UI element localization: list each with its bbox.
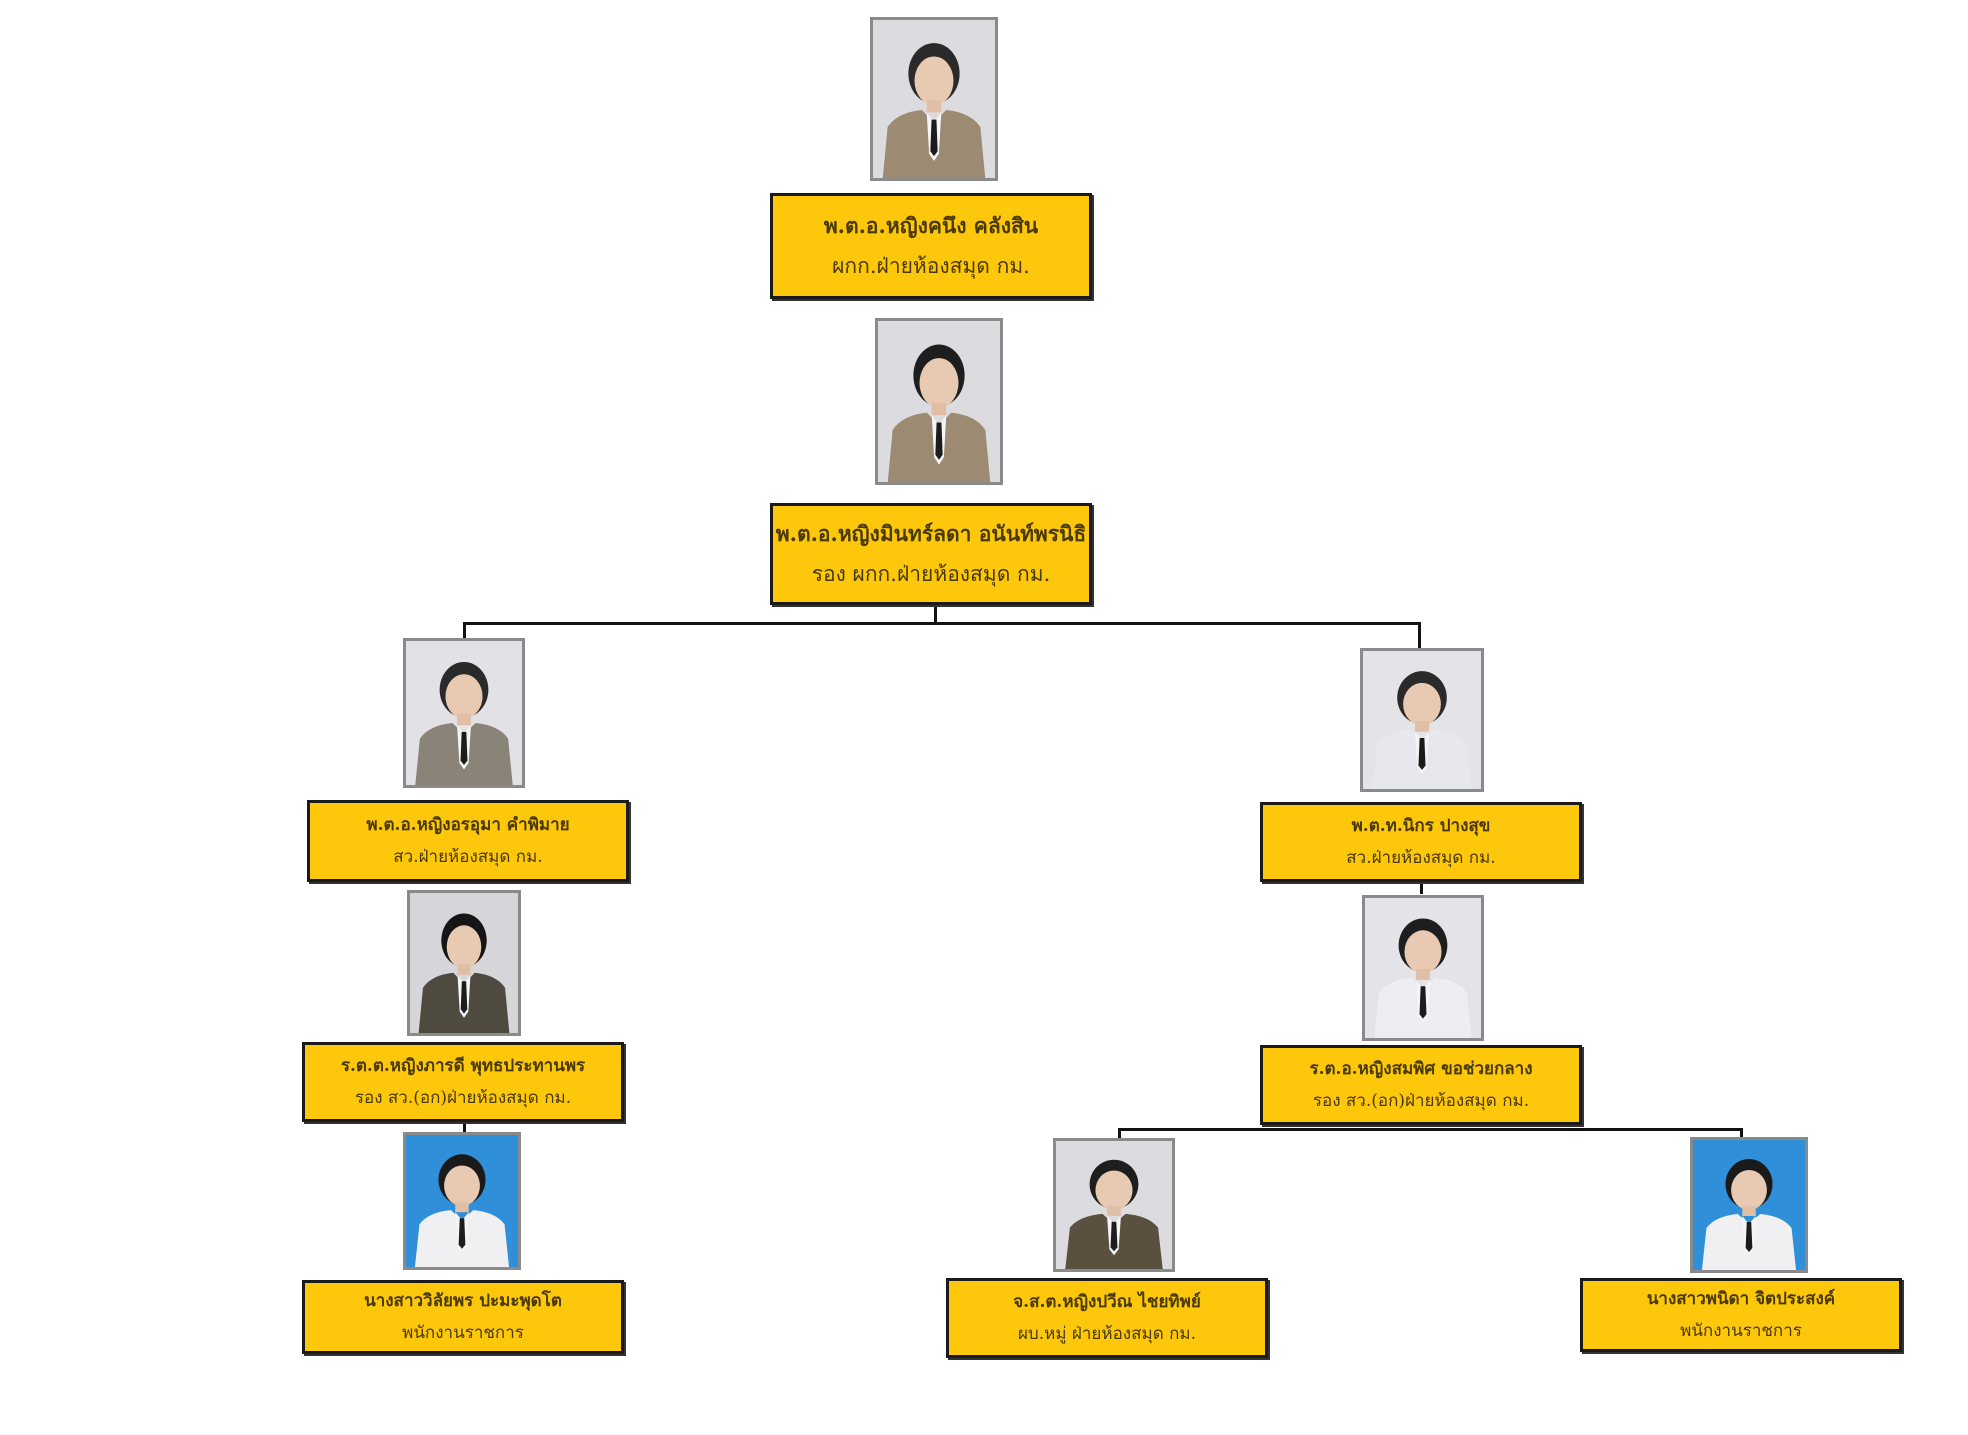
person-silhouette-icon	[1365, 898, 1481, 1038]
portrait-photo	[407, 890, 521, 1036]
portrait-photo	[875, 318, 1003, 485]
person-position: รอง สว.(อก)ฝ่ายห้องสมุด กม.	[1312, 1091, 1530, 1111]
org-node-box: พ.ต.อ.หญิงอรอุมา คำพิมาย สว.ฝ่ายห้องสมุด…	[307, 800, 629, 882]
person-name: จ.ส.ต.หญิงปวีณ ไชยทิพย์	[1013, 1292, 1201, 1312]
connector-to-n3	[463, 622, 466, 638]
person-silhouette-icon	[1693, 1140, 1805, 1270]
person-silhouette-icon	[873, 20, 995, 178]
person-silhouette-icon	[1363, 651, 1481, 789]
person-position: สว.ฝ่ายห้องสมุด กม.	[1346, 848, 1496, 868]
connector-n6-horizontal	[1118, 1128, 1743, 1131]
portrait-photo	[870, 17, 998, 181]
portrait-photo	[1360, 648, 1484, 792]
person-position: สว.ฝ่ายห้องสมุด กม.	[393, 847, 543, 867]
connector-n5-n7	[463, 1120, 466, 1132]
person-name: พ.ต.ท.นิกร ปางสุข	[1351, 816, 1491, 836]
person-silhouette-icon	[878, 321, 1000, 482]
person-position: พนักงานราชการ	[402, 1323, 524, 1343]
connector-to-n8	[1118, 1128, 1121, 1138]
portrait-photo	[403, 638, 525, 788]
portrait-photo	[1053, 1138, 1175, 1272]
person-position: รอง สว.(อก)ฝ่ายห้องสมุด กม.	[354, 1088, 572, 1108]
person-silhouette-icon	[406, 1135, 518, 1267]
person-name: นางสาวพนิดา จิตประสงค์	[1646, 1289, 1836, 1309]
person-silhouette-icon	[1056, 1141, 1172, 1269]
person-name: ร.ต.ต.หญิงภารดี พุทธประทานพร	[340, 1056, 586, 1076]
person-silhouette-icon	[406, 641, 522, 785]
org-node-box: พ.ต.อ.หญิงคนึง คลังสิน ผกก.ฝ่ายห้องสมุด …	[770, 193, 1092, 299]
connector-to-n9	[1740, 1128, 1743, 1137]
person-name: ร.ต.อ.หญิงสมพิศ ขอช่วยกลาง	[1309, 1059, 1533, 1079]
portrait-photo	[1690, 1137, 1808, 1273]
connector-n2-down	[934, 604, 937, 624]
org-node-box: พ.ต.อ.หญิงมินทร์ลดา อนันท์พรนิธิ รอง ผกก…	[770, 503, 1092, 605]
org-node-box: ร.ต.ต.หญิงภารดี พุทธประทานพร รอง สว.(อก)…	[302, 1042, 624, 1122]
org-node-box: จ.ส.ต.หญิงปวีณ ไชยทิพย์ ผบ.หมู่ ฝ่ายห้อง…	[946, 1278, 1268, 1358]
person-position: พนักงานราชการ	[1680, 1321, 1802, 1341]
org-node-box: นางสาวพนิดา จิตประสงค์ พนักงานราชการ	[1580, 1278, 1902, 1352]
connector-n4-n6	[1420, 880, 1423, 894]
person-name: พ.ต.อ.หญิงคนึง คลังสิน	[823, 213, 1039, 238]
org-node-box: ร.ต.อ.หญิงสมพิศ ขอช่วยกลาง รอง สว.(อก)ฝ่…	[1260, 1045, 1582, 1125]
portrait-photo	[1362, 895, 1484, 1041]
person-position: รอง ผกก.ฝ่ายห้องสมุด กม.	[811, 562, 1051, 586]
person-name: นางสาววิลัยพร ปะมะพุดโต	[364, 1291, 562, 1311]
person-name: พ.ต.อ.หญิงอรอุมา คำพิมาย	[366, 815, 570, 835]
connector-n2-horizontal	[463, 622, 1421, 625]
connector-to-n4	[1418, 622, 1421, 648]
person-position: ผกก.ฝ่ายห้องสมุด กม.	[832, 254, 1030, 278]
portrait-photo	[403, 1132, 521, 1270]
org-node-box: พ.ต.ท.นิกร ปางสุข สว.ฝ่ายห้องสมุด กม.	[1260, 802, 1582, 882]
person-name: พ.ต.อ.หญิงมินทร์ลดา อนันท์พรนิธิ	[775, 521, 1087, 546]
org-node-box: นางสาววิลัยพร ปะมะพุดโต พนักงานราชการ	[302, 1280, 624, 1354]
person-silhouette-icon	[410, 893, 518, 1033]
person-position: ผบ.หมู่ ฝ่ายห้องสมุด กม.	[1017, 1324, 1197, 1344]
